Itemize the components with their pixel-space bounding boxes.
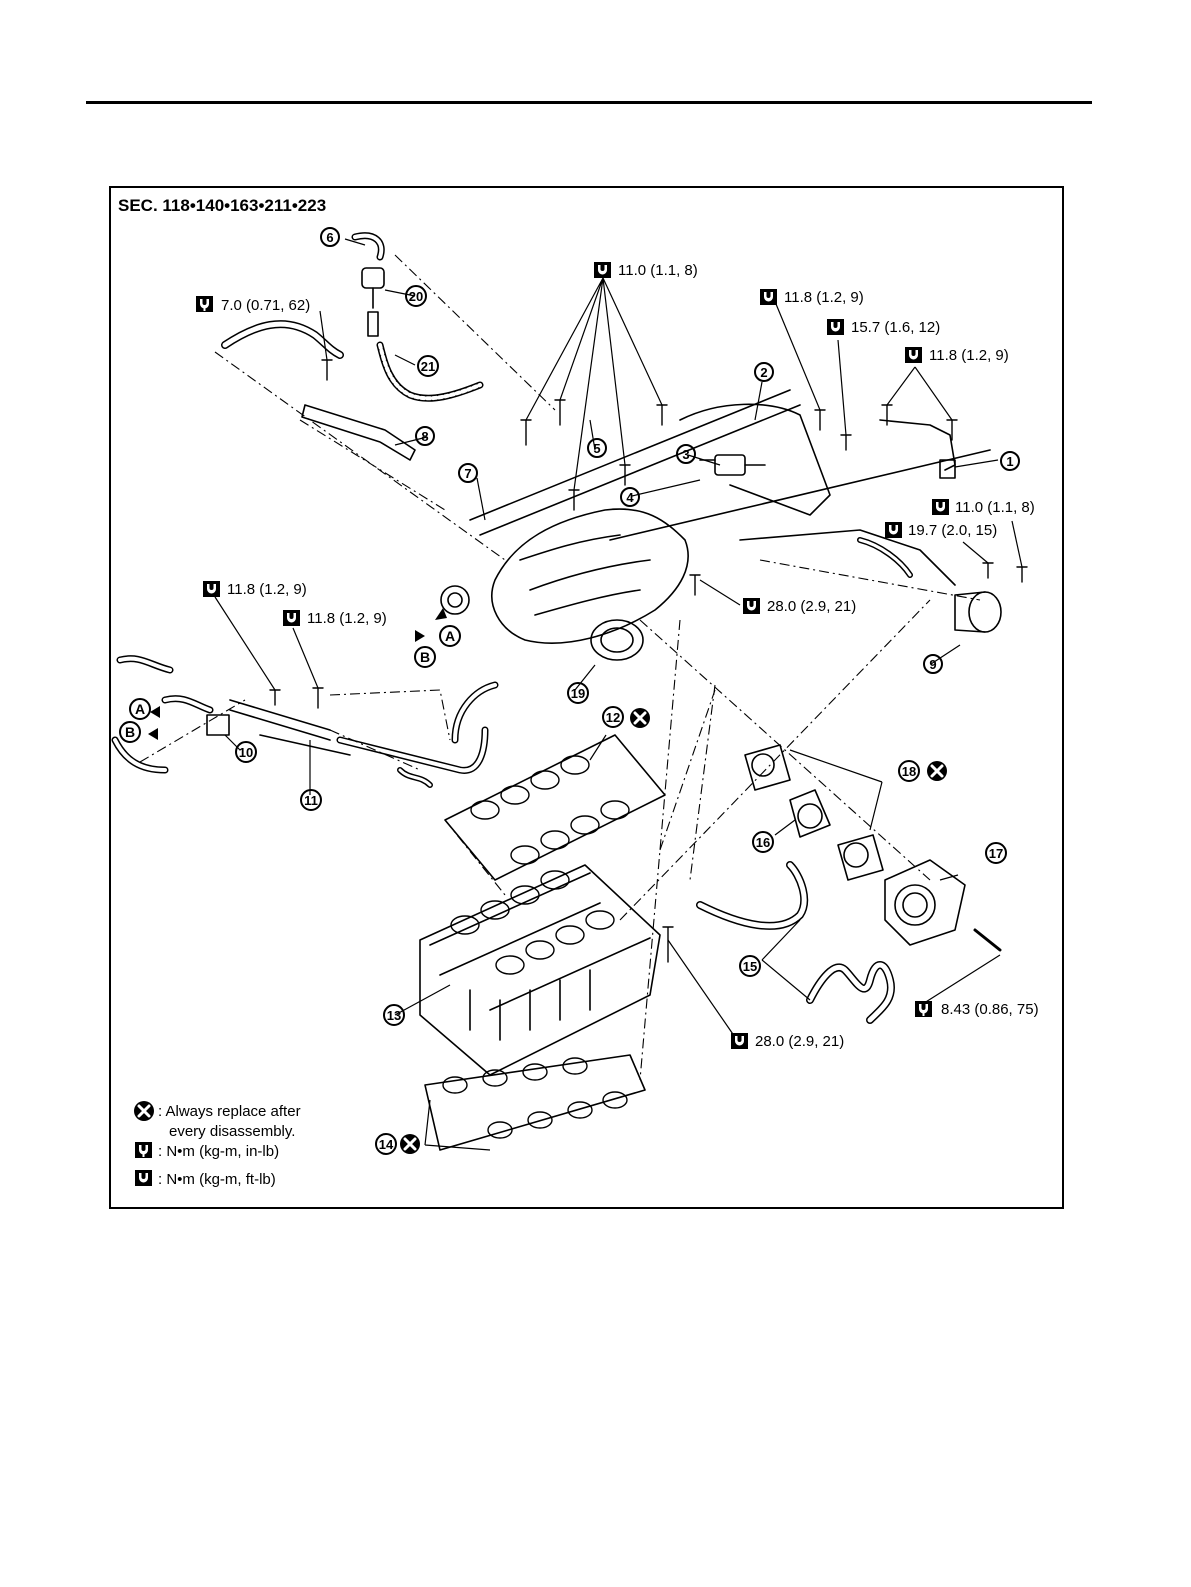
callout-15: 15 bbox=[739, 955, 761, 977]
svg-text:11: 11 bbox=[304, 793, 318, 808]
torque-t9: 11.8 (1.2, 9) bbox=[227, 581, 307, 598]
callout-8: 8 bbox=[415, 426, 435, 446]
port-labels: A B A B bbox=[119, 625, 461, 743]
callout-14: 14 bbox=[375, 1133, 397, 1155]
parts-illustration bbox=[111, 232, 1028, 1151]
port-label-a-upper: A bbox=[439, 625, 461, 647]
legend-in-lb: : N•m (kg-m, in-lb) bbox=[158, 1143, 280, 1160]
torque-t1: 7.0 (0.71, 62) bbox=[221, 297, 310, 314]
replace-mark-14 bbox=[398, 1132, 422, 1156]
svg-text:10: 10 bbox=[239, 745, 253, 760]
callout-9: 9 bbox=[923, 654, 943, 674]
callout-3: 3 bbox=[676, 444, 696, 464]
torque-t6: 11.0 (1.1, 8) bbox=[955, 499, 1035, 516]
callout-18: 18 bbox=[898, 760, 920, 782]
svg-text:A: A bbox=[135, 701, 145, 717]
callouts: 1 2 3 4 5 6 7 8 9 10 11 12 13 14 15 16 1… bbox=[235, 227, 1020, 1155]
svg-text:12: 12 bbox=[606, 710, 620, 725]
torque-t5: 11.8 (1.2, 9) bbox=[929, 347, 1009, 364]
svg-text:18: 18 bbox=[902, 764, 916, 779]
port-label-b-upper: B bbox=[414, 646, 436, 668]
svg-text:1: 1 bbox=[1006, 454, 1013, 469]
svg-text:19: 19 bbox=[571, 686, 585, 701]
callout-1: 1 bbox=[1000, 451, 1020, 471]
callout-19: 19 bbox=[567, 682, 589, 704]
callout-10: 10 bbox=[235, 741, 257, 763]
legend-icons bbox=[132, 1099, 156, 1186]
torque-t8: 28.0 (2.9, 21) bbox=[767, 598, 856, 615]
callout-17: 17 bbox=[985, 842, 1007, 864]
torque-icons bbox=[196, 262, 949, 1049]
svg-text:B: B bbox=[420, 649, 430, 665]
torque-t4: 15.7 (1.6, 12) bbox=[851, 319, 940, 336]
svg-text:4: 4 bbox=[626, 490, 634, 505]
svg-text:9: 9 bbox=[929, 657, 936, 672]
svg-text:B: B bbox=[125, 724, 135, 740]
legend-replace-line2: every disassembly. bbox=[169, 1123, 296, 1140]
callout-11: 11 bbox=[300, 789, 322, 811]
legend-ft-lb: : N•m (kg-m, ft-lb) bbox=[158, 1171, 276, 1188]
svg-text:13: 13 bbox=[387, 1008, 401, 1023]
svg-text:2: 2 bbox=[760, 365, 767, 380]
svg-text:20: 20 bbox=[409, 289, 423, 304]
svg-text:16: 16 bbox=[756, 835, 770, 850]
torque-t2: 11.0 (1.1, 8) bbox=[618, 262, 698, 279]
callout-5: 5 bbox=[587, 438, 607, 458]
svg-text:3: 3 bbox=[682, 447, 689, 462]
port-label-a-left: A bbox=[129, 698, 151, 720]
replace-marks bbox=[398, 706, 949, 1156]
callout-2: 2 bbox=[754, 362, 774, 382]
torque-t3: 11.8 (1.2, 9) bbox=[784, 289, 864, 306]
torque-t12: 8.43 (0.86, 75) bbox=[941, 1001, 1039, 1018]
callout-21: 21 bbox=[417, 355, 439, 377]
port-arrows bbox=[148, 608, 447, 740]
section-code: SEC. 118•140•163•211•223 bbox=[118, 196, 327, 215]
svg-text:6: 6 bbox=[326, 230, 333, 245]
svg-text:15: 15 bbox=[743, 959, 757, 974]
assembly-reference-lines bbox=[139, 254, 981, 1081]
legend-replace-line1: : Always replace after bbox=[158, 1103, 301, 1120]
callout-20: 20 bbox=[405, 285, 427, 307]
torque-t11: 28.0 (2.9, 21) bbox=[755, 1033, 844, 1050]
torque-t10: 11.8 (1.2, 9) bbox=[307, 610, 387, 627]
diagram-frame bbox=[109, 186, 1064, 1209]
svg-text:21: 21 bbox=[421, 359, 435, 374]
legend-ft-lb-icon bbox=[135, 1170, 152, 1186]
replace-mark-12 bbox=[628, 706, 652, 730]
legend-in-lb-icon bbox=[135, 1142, 152, 1158]
svg-text:14: 14 bbox=[379, 1137, 394, 1152]
svg-text:A: A bbox=[445, 628, 455, 644]
svg-text:8: 8 bbox=[421, 429, 428, 444]
torque-t7: 19.7 (2.0, 15) bbox=[908, 522, 997, 539]
callout-6: 6 bbox=[320, 227, 340, 247]
leader-lines bbox=[214, 238, 1023, 1151]
top-rule bbox=[86, 101, 1092, 104]
callout-16: 16 bbox=[752, 831, 774, 853]
torque-values: 7.0 (0.71, 62) 11.0 (1.1, 8) 11.8 (1.2, … bbox=[221, 262, 1039, 1050]
svg-text:5: 5 bbox=[593, 441, 600, 456]
replace-mark-18 bbox=[925, 759, 949, 783]
callout-7: 7 bbox=[458, 463, 478, 483]
svg-text:17: 17 bbox=[989, 846, 1003, 861]
callout-13: 13 bbox=[383, 1004, 405, 1026]
callout-12: 12 bbox=[602, 706, 624, 728]
svg-text:7: 7 bbox=[464, 466, 471, 481]
legend-replace-icon bbox=[132, 1099, 156, 1123]
port-label-b-left: B bbox=[119, 721, 141, 743]
callout-4: 4 bbox=[620, 487, 640, 507]
